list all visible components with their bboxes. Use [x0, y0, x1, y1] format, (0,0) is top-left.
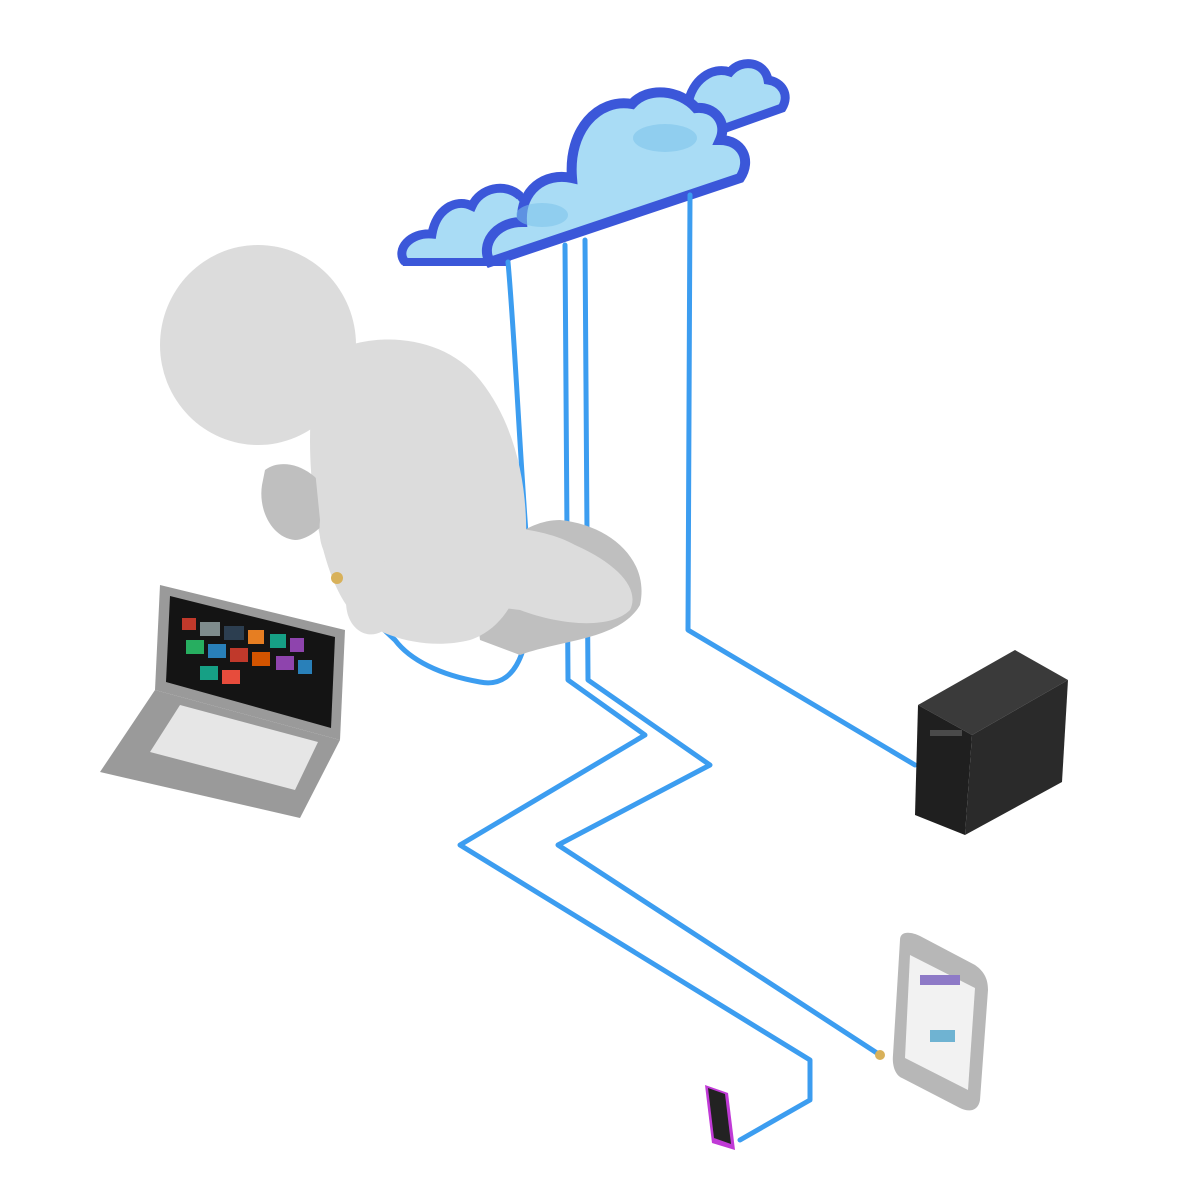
person-figure-icon — [160, 245, 642, 655]
tablet-icon — [892, 932, 988, 1111]
cloud-main-icon — [481, 87, 751, 269]
connector-tablet — [875, 1050, 885, 1060]
laptop-icon — [100, 585, 345, 818]
desktop-tower-icon — [915, 650, 1068, 835]
cable-to-desktop — [685, 192, 918, 768]
cable-to-phone — [457, 242, 813, 1143]
smartphone-icon — [705, 1085, 735, 1150]
